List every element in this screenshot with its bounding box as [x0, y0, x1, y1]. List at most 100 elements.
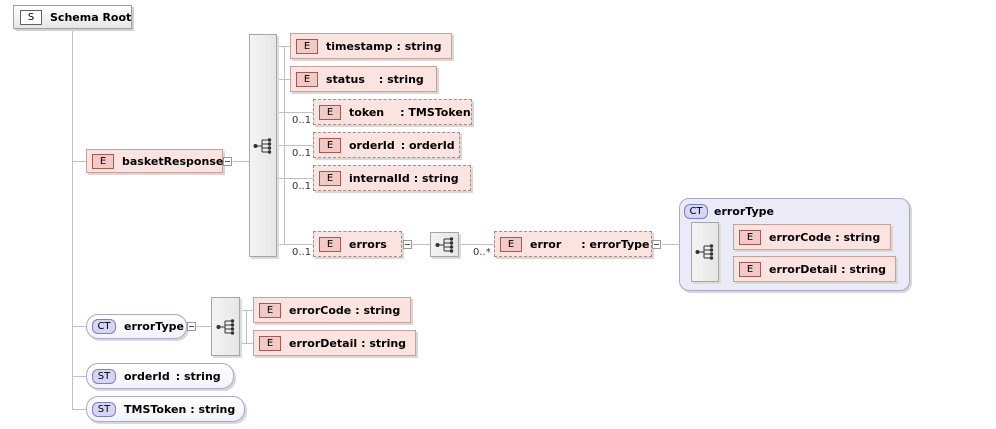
- element-name: errorDetail: [769, 262, 838, 276]
- collapse-toggle[interactable]: [652, 240, 661, 249]
- element-badge: E: [319, 236, 341, 252]
- connector-line: [277, 145, 313, 146]
- element-badge: E: [319, 170, 341, 186]
- element-type: : string: [378, 72, 424, 86]
- element-badge: E: [296, 71, 318, 87]
- error-code-element[interactable]: E errorCode : string: [253, 297, 411, 323]
- element-name: token: [349, 105, 385, 119]
- connector-line: [277, 244, 313, 245]
- element-badge: E: [259, 335, 281, 351]
- element-type: : string: [841, 262, 887, 276]
- connector-line: [233, 161, 249, 162]
- status-element[interactable]: E status : string: [290, 66, 437, 92]
- connector-line: [662, 244, 691, 245]
- schema-badge: S: [20, 9, 42, 25]
- schema-root-node[interactable]: S Schema Root: [13, 5, 132, 29]
- connector-line: [72, 161, 86, 162]
- element-name: basketResponse: [122, 154, 224, 168]
- sequence-compositor[interactable]: [211, 297, 240, 356]
- element-type: : string: [396, 39, 442, 53]
- card-header: CT errorType: [684, 203, 774, 219]
- element-type: : string: [413, 171, 459, 185]
- connector-line: [246, 310, 247, 344]
- element-badge: E: [500, 236, 522, 252]
- sequence-icon: [435, 236, 453, 253]
- connector-line: [240, 343, 253, 344]
- simple-type-badge: ST: [92, 368, 116, 384]
- root-trunk-line: [72, 29, 73, 409]
- element-badge: E: [319, 137, 341, 153]
- connector-line: [72, 376, 86, 377]
- element-name: internalId: [349, 171, 410, 185]
- sequence-icon: [216, 318, 234, 335]
- occurrence-label: 0..*: [473, 247, 491, 258]
- element-badge: E: [92, 153, 114, 169]
- error-detail-element[interactable]: E errorDetail : string: [733, 256, 896, 282]
- element-type: : orderId: [400, 138, 455, 152]
- basket-response-node[interactable]: E basketResponse: [86, 149, 223, 173]
- element-name: status: [326, 72, 365, 86]
- connector-line: [412, 244, 430, 245]
- connector-line: [196, 326, 211, 327]
- type-base: : string: [190, 402, 236, 416]
- type-base: : string: [175, 369, 221, 383]
- token-element[interactable]: E token : TMSToken: [313, 99, 472, 125]
- connector-line: [72, 326, 86, 327]
- timestamp-element[interactable]: E timestamp : string: [290, 33, 452, 59]
- type-name: orderId: [124, 369, 170, 383]
- error-code-element[interactable]: E errorCode : string: [733, 224, 891, 250]
- element-name: errorDetail: [289, 336, 358, 350]
- element-badge: E: [259, 302, 281, 318]
- sequence-compositor[interactable]: [691, 222, 719, 282]
- element-badge: E: [739, 229, 761, 245]
- sequence-compositor[interactable]: [430, 232, 459, 257]
- type-name: errorType: [124, 320, 184, 333]
- collapse-toggle[interactable]: [403, 240, 412, 249]
- connector-line: [277, 46, 290, 47]
- element-type: : errorType: [581, 237, 650, 251]
- simple-type-badge: ST: [92, 401, 116, 417]
- element-name: errors: [349, 237, 387, 251]
- complex-type-badge: CT: [92, 319, 116, 334]
- element-type: : string: [361, 336, 407, 350]
- connector-line: [277, 112, 313, 113]
- occurrence-label: 0..1: [292, 115, 312, 126]
- complex-type-badge: CT: [684, 203, 708, 219]
- errors-element[interactable]: E errors: [313, 231, 402, 257]
- connector-line: [277, 178, 313, 179]
- element-badge: E: [319, 104, 341, 120]
- element-name: orderId: [349, 138, 395, 152]
- element-badge: E: [296, 38, 318, 54]
- error-element[interactable]: E error : errorType: [494, 231, 652, 257]
- connector-line: [240, 310, 253, 311]
- occurrence-label: 0..1: [292, 181, 312, 192]
- sequence-compositor[interactable]: [249, 34, 277, 257]
- occurrence-label: 0..1: [292, 247, 312, 258]
- sequence-icon: [253, 137, 272, 154]
- element-name: timestamp: [326, 39, 393, 53]
- element-name: errorCode: [769, 230, 832, 244]
- schema-root-label: Schema Root: [50, 10, 132, 24]
- order-id-simple-type[interactable]: ST orderId : string: [86, 363, 234, 389]
- sequence-icon: [695, 244, 714, 260]
- element-name: error: [530, 237, 562, 251]
- element-name: errorCode: [289, 303, 352, 317]
- element-badge: E: [739, 261, 761, 277]
- element-type: : string: [355, 303, 401, 317]
- connector-line: [459, 244, 494, 245]
- collapse-toggle[interactable]: [187, 322, 196, 331]
- collapse-toggle[interactable]: [223, 157, 232, 166]
- card-title: errorType: [714, 204, 774, 218]
- error-type-complex-node[interactable]: CT errorType: [86, 314, 187, 339]
- type-name: TMSToken: [124, 402, 187, 416]
- element-type: : TMSToken: [400, 105, 471, 119]
- order-id-element[interactable]: E orderId : orderId: [313, 132, 460, 158]
- connector-line: [72, 409, 86, 410]
- element-type: : string: [835, 230, 881, 244]
- tms-token-simple-type[interactable]: ST TMSToken : string: [86, 396, 245, 422]
- error-detail-element[interactable]: E errorDetail : string: [253, 330, 416, 356]
- internal-id-element[interactable]: E internalId : string: [313, 165, 471, 191]
- connector-line: [277, 79, 290, 80]
- occurrence-label: 0..1: [292, 148, 312, 159]
